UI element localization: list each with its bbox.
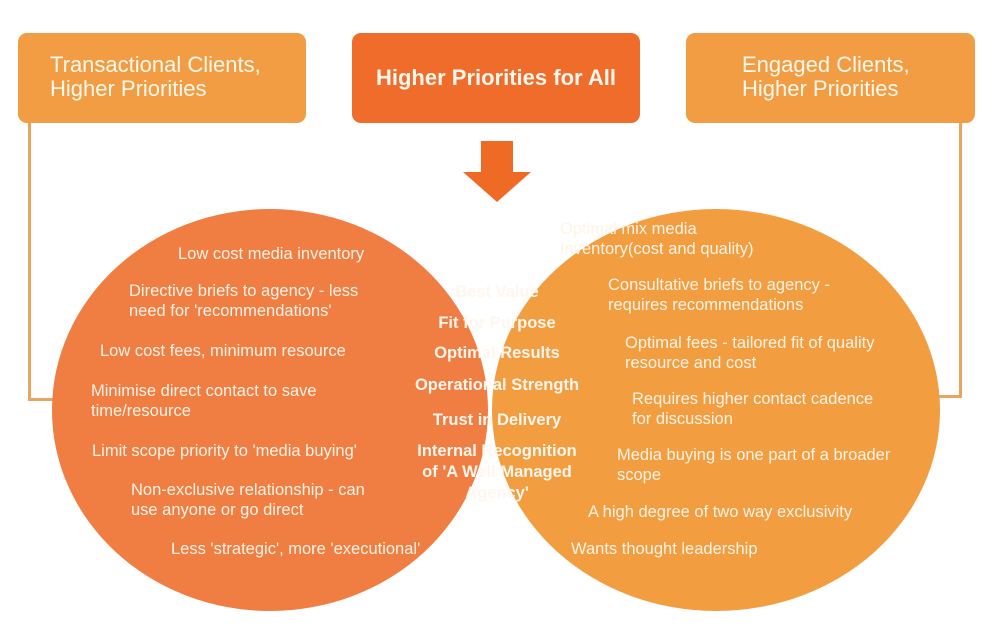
item-text-line: Inventory(cost and quality) bbox=[560, 240, 754, 258]
transactional-circle bbox=[52, 209, 488, 611]
right-item: Consultative briefs to agency - requires … bbox=[608, 275, 830, 315]
right-item: A high degree of two way exclusivity bbox=[588, 502, 852, 522]
item-text-line: resource and cost bbox=[625, 354, 757, 372]
left-item: Minimise direct contact to save time/reso… bbox=[91, 381, 317, 421]
left-item: Limit scope priority to 'media buying' bbox=[92, 441, 357, 461]
item-text-line: Directive briefs to agency - less bbox=[129, 282, 359, 300]
transactional-clients-box: Transactional Clients, Higher Priorities bbox=[18, 33, 306, 123]
right-item: Optimal fees - tailored fit of quality re… bbox=[625, 333, 874, 373]
left-connector-horizontal bbox=[28, 398, 58, 401]
center-box-label: Higher Priorities for All bbox=[375, 65, 616, 90]
item-text-line: Limit scope priority to 'media buying' bbox=[92, 442, 357, 460]
left-item: Non-exclusive relationship - can use anyo… bbox=[131, 480, 365, 520]
item-text-line: time/resource bbox=[91, 402, 191, 420]
higher-priorities-for-all-box: Higher Priorities for All bbox=[352, 33, 640, 123]
item-text-line: Wants thought leadership bbox=[571, 540, 758, 558]
overlap-item: Fit for Purpose bbox=[387, 313, 607, 334]
item-text-line: Non-exclusive relationship - can bbox=[131, 481, 365, 499]
right-connector-horizontal bbox=[935, 395, 962, 398]
item-text-line: Requires higher contact cadence bbox=[632, 390, 874, 408]
item-text-line: Less 'strategic', more 'executional' bbox=[171, 540, 421, 558]
engaged-clients-box: Engaged Clients, Higher Priorities bbox=[686, 33, 975, 123]
item-text-line: Operational Strength bbox=[414, 376, 580, 394]
left-item: Less 'strategic', more 'executional' bbox=[171, 539, 420, 559]
item-text-line: Consultative briefs to agency - bbox=[608, 276, 830, 294]
right-box-line1: Engaged Clients, bbox=[742, 52, 910, 77]
item-text-line: A high degree of two way exclusivity bbox=[588, 503, 853, 521]
left-box-line2: Higher Priorities bbox=[50, 76, 207, 101]
overlap-item: Optimal Results bbox=[387, 343, 607, 364]
item-text-line: Minimise direct contact to save bbox=[91, 382, 317, 400]
left-item: Low cost media inventory bbox=[178, 244, 364, 264]
item-text-line: Agency' bbox=[465, 484, 529, 502]
item-text-line: scope bbox=[617, 466, 662, 484]
arrow-down-icon bbox=[463, 141, 531, 202]
item-text-line: Media buying is one part of a broader bbox=[617, 446, 891, 464]
item-text-line: of 'A Well Managed bbox=[422, 463, 572, 481]
item-text-line: need for 'recommendations' bbox=[129, 302, 332, 320]
item-text-line: Internal Recognition bbox=[417, 442, 577, 460]
left-item: Low cost fees, minimum resource bbox=[100, 341, 346, 361]
item-text-line: Optimal fees - tailored fit of quality bbox=[625, 334, 875, 352]
right-connector-vertical bbox=[959, 123, 962, 398]
engaged-circle bbox=[492, 209, 940, 611]
item-text-line: requires recommendations bbox=[608, 296, 804, 314]
left-box-line1: Transactional Clients, bbox=[50, 52, 261, 77]
right-item: Media buying is one part of a broader sco… bbox=[617, 445, 890, 485]
item-text-line: use anyone or go direct bbox=[131, 501, 304, 519]
right-box-line2: Higher Priorities bbox=[742, 76, 899, 101]
overlap-item: Trust in Delivery bbox=[387, 410, 607, 431]
overlap-item: Operational Strength bbox=[387, 375, 607, 396]
overlap-item: Best Value bbox=[387, 282, 607, 303]
item-text-line: for discussion bbox=[632, 410, 733, 428]
item-text-line: Fit for Purpose bbox=[438, 314, 556, 332]
item-text-line: Low cost fees, minimum resource bbox=[100, 342, 346, 360]
left-item: Directive briefs to agency - less need fo… bbox=[129, 281, 358, 321]
right-item: Requires higher contact cadence for discu… bbox=[632, 389, 873, 429]
right-item: Wants thought leadership bbox=[571, 539, 758, 559]
item-text-line: Optimal Results bbox=[434, 344, 560, 362]
left-connector-vertical bbox=[28, 123, 31, 401]
item-text-line: Trust in Delivery bbox=[432, 411, 562, 429]
item-text-line: Low cost media inventory bbox=[178, 245, 365, 263]
item-text-line: Best Value bbox=[455, 283, 539, 301]
item-text-line: Optimal mix media bbox=[560, 220, 697, 238]
